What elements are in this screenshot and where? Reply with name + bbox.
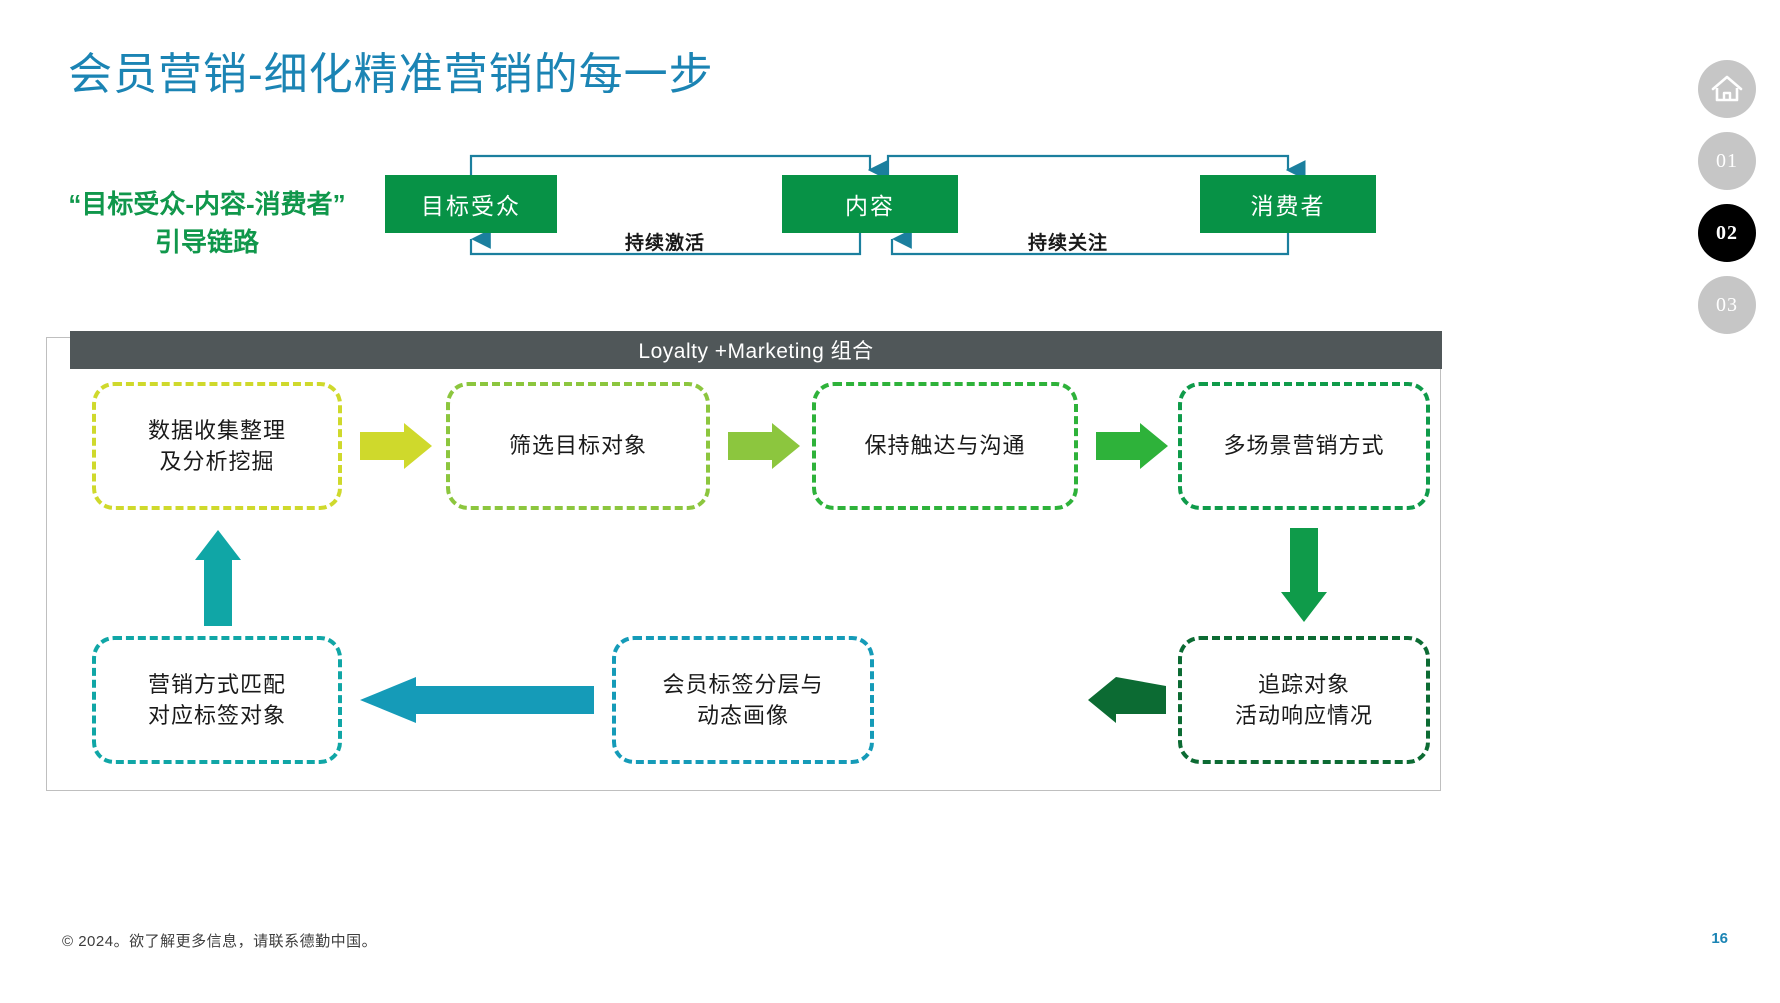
process-box-multi-scenario-marketing-line-1: 多场景营销方式 <box>1223 433 1385 459</box>
loyalty-marketing-panel-header: Loyalty +Marketing 组合 <box>70 331 1442 369</box>
process-box-response-tracking-line-2: 活动响应情况 <box>1234 703 1373 728</box>
home-icon <box>1710 74 1744 104</box>
footer-copyright: © 2024。欲了解更多信息，请联系德勤中国。 <box>62 933 378 950</box>
slide-nav-rail: 01 02 03 <box>1698 60 1756 334</box>
chain-box-consumer[interactable]: 消费者 <box>1200 175 1376 233</box>
process-box-marketing-matching-line-1: 营销方式匹配 <box>147 671 286 697</box>
nav-section-02-button[interactable]: 02 <box>1698 204 1756 262</box>
process-box-data-collection[interactable]: 数据收集整理 及分析挖掘 <box>92 382 342 510</box>
chain-box-target-audience[interactable]: 目标受众 <box>385 175 557 233</box>
page-number: 16 <box>1711 930 1728 947</box>
process-box-member-tagging-line-1: 会员标签分层与 <box>662 671 824 697</box>
process-box-target-filtering-line-1: 筛选目标对象 <box>508 433 647 459</box>
process-box-data-collection-line-2: 及分析挖掘 <box>159 449 275 474</box>
chain-caption: “目标受众-内容-消费者” 引导链路 <box>42 186 372 261</box>
nav-section-01-button[interactable]: 01 <box>1698 132 1756 190</box>
process-box-response-tracking[interactable]: 追踪对象 活动响应情况 <box>1178 636 1430 764</box>
chain-label-continuous-activation: 持续激活 <box>625 233 706 254</box>
process-box-marketing-matching-line-2: 对应标签对象 <box>147 703 286 728</box>
process-box-reach-communication-line-1: 保持触达与沟通 <box>864 433 1026 459</box>
process-box-target-filtering[interactable]: 筛选目标对象 <box>446 382 710 510</box>
process-box-response-tracking-line-1: 追踪对象 <box>1257 671 1350 697</box>
process-box-data-collection-line-1: 数据收集整理 <box>147 417 286 443</box>
process-box-marketing-matching[interactable]: 营销方式匹配 对应标签对象 <box>92 636 342 764</box>
process-box-reach-communication[interactable]: 保持触达与沟通 <box>812 382 1078 510</box>
nav-section-03-button[interactable]: 03 <box>1698 276 1756 334</box>
chain-box-content[interactable]: 内容 <box>782 175 958 233</box>
process-box-member-tagging-line-2: 动态画像 <box>696 703 789 728</box>
chain-connectors <box>469 154 1306 256</box>
chain-caption-line-2: 引导链路 <box>154 226 259 257</box>
page-title: 会员营销-细化精准营销的每一步 <box>68 50 714 99</box>
chain-label-continuous-attention: 持续关注 <box>1028 233 1109 254</box>
process-box-multi-scenario-marketing[interactable]: 多场景营销方式 <box>1178 382 1430 510</box>
nav-home-button[interactable] <box>1698 60 1756 118</box>
chain-caption-line-1: “目标受众-内容-消费者” <box>68 189 346 219</box>
audience-content-consumer-chain: 目标受众 内容 消费者 持续激活 持续关注 <box>380 140 1400 280</box>
process-box-member-tagging[interactable]: 会员标签分层与 动态画像 <box>612 636 874 764</box>
